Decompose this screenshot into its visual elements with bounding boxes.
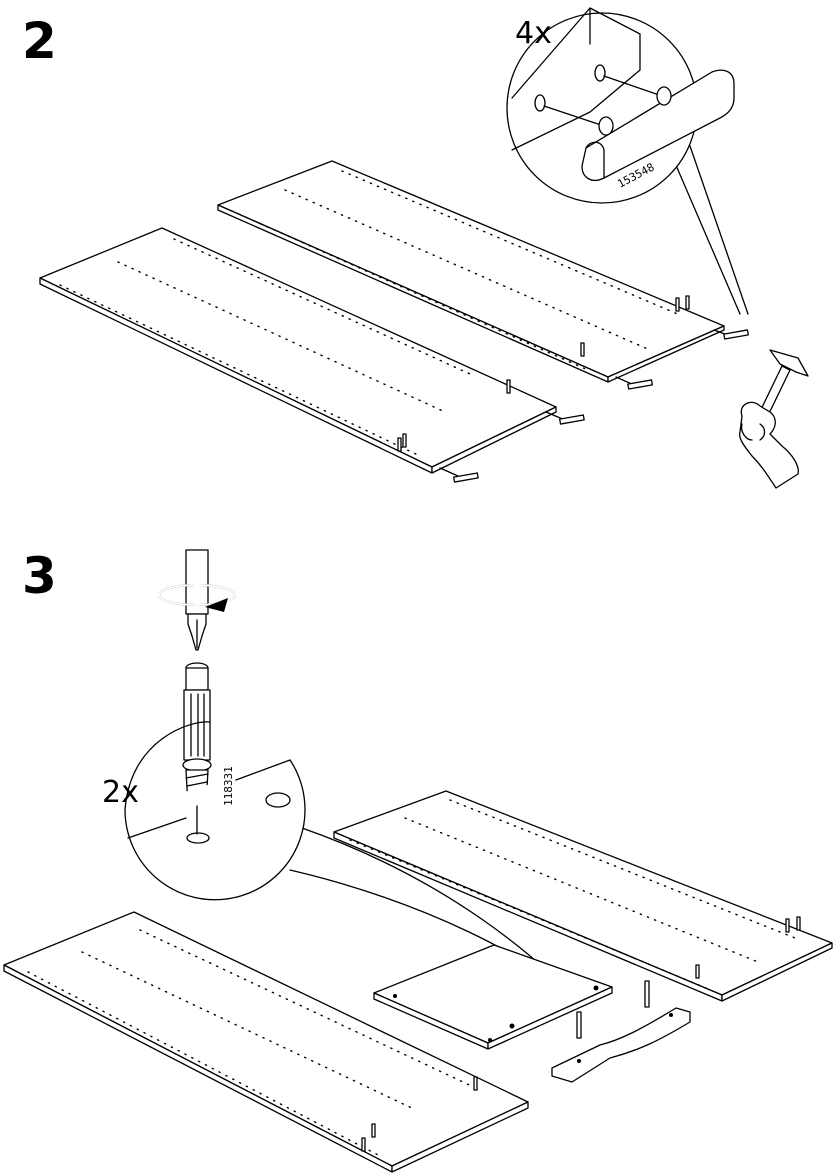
hand-with-hammer-icon [740,350,808,488]
top-panel [374,945,612,1049]
step-2: 2 [22,8,808,488]
quantity-label: 2x [102,775,139,810]
step-3: 3 [4,547,832,1172]
connector-bolt [183,663,211,806]
step-number: 2 [22,12,57,70]
connector-bolt [645,981,649,1007]
part-number: 118331 [222,766,235,806]
side-panel-right [334,791,832,1001]
connector-bolt [577,1012,581,1038]
quantity-label: 4x [515,16,552,51]
step-number: 3 [22,547,57,605]
screwdriver-icon [159,550,235,650]
side-panel-left [4,912,528,1172]
